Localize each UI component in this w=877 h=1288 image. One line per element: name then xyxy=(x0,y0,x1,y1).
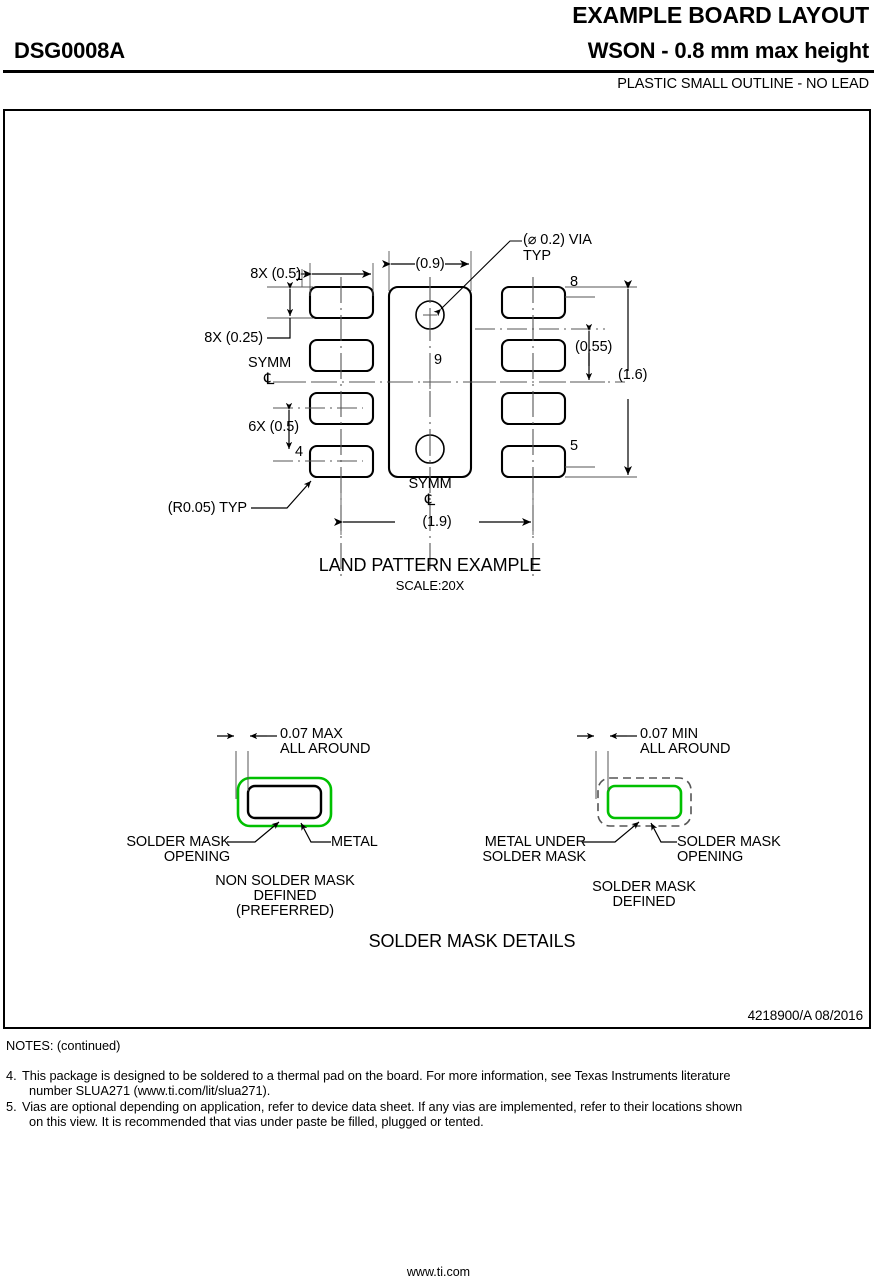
notes-section: NOTES: (continued) 4. This package is de… xyxy=(6,1038,866,1130)
dim-via: (⌀ 0.2) VIA xyxy=(523,232,592,248)
dim-overall-height: (1.6) xyxy=(618,367,648,383)
left-caption-line3: (PREFERRED) xyxy=(236,903,334,919)
note-text: This package is designed to be soldered … xyxy=(22,1068,866,1099)
left-mask-dim: 0.07 MAX xyxy=(280,726,343,742)
left-mask-dim-all-around: ALL AROUND xyxy=(280,741,371,757)
dim-overall-width: (1.9) xyxy=(422,514,452,530)
note-number: 4. xyxy=(6,1067,17,1083)
right-callout-solder-mask-opening-line2: OPENING xyxy=(677,849,744,865)
ti-website-url: www.ti.com xyxy=(406,1265,471,1279)
left-caption-line2: DEFINED xyxy=(253,888,317,904)
dim-via-typ: TYP xyxy=(523,248,551,264)
left-callout-solder-mask-opening-line1: SOLDER MASK xyxy=(126,834,230,850)
page-title: EXAMPLE BOARD LAYOUT xyxy=(572,2,869,28)
package-code: DSG0008A xyxy=(14,38,125,63)
note-text-line1: Vias are optional depending on applicati… xyxy=(22,1098,743,1114)
note-text-line2: number SLUA271 (www.ti.com/lit/slua271). xyxy=(29,1083,271,1099)
dim-row-pitch: 6X (0.5) xyxy=(248,419,299,435)
pin-number-8: 8 xyxy=(570,274,578,290)
note-text-line1: This package is designed to be soldered … xyxy=(22,1067,731,1083)
package-description: WSON - 0.8 mm max height xyxy=(587,38,869,63)
solder-mask-details-drawing xyxy=(217,732,692,843)
header-divider xyxy=(3,70,874,73)
right-callout-solder-mask-opening-line1: SOLDER MASK xyxy=(677,834,781,850)
dim-corner-radius: (R0.05) TYP xyxy=(167,500,247,516)
pin-number-1: 1 xyxy=(295,268,303,284)
note-text-line2: on this view. It is recommended that via… xyxy=(29,1114,484,1130)
note-item: 4. This package is designed to be solder… xyxy=(6,1068,866,1099)
note-text: Vias are optional depending on applicati… xyxy=(22,1099,866,1130)
pin-number-4: 4 xyxy=(295,444,303,460)
note-item: 5. Vias are optional depending on applic… xyxy=(6,1099,866,1130)
right-mask-dim: 0.07 MIN xyxy=(640,726,699,742)
right-mask-dim-all-around: ALL AROUND xyxy=(640,741,731,757)
package-subtitle: PLASTIC SMALL OUTLINE - NO LEAD xyxy=(617,76,869,92)
right-caption-line1: SOLDER MASK xyxy=(592,879,696,895)
right-callout-metal-under-line2: SOLDER MASK xyxy=(482,849,586,865)
left-callout-metal: METAL xyxy=(331,834,378,850)
note-number: 5. xyxy=(6,1098,17,1114)
left-caption-line1: NON SOLDER MASK xyxy=(215,873,355,889)
symm-label-bottom: SYMM xyxy=(408,476,452,492)
pin-number-5: 5 xyxy=(570,438,578,454)
land-pattern-drawing xyxy=(251,240,637,577)
page-header: EXAMPLE BOARD LAYOUT DSG0008A WSON - 0.8… xyxy=(0,0,877,100)
notes-heading: NOTES: (continued) xyxy=(6,1038,121,1053)
land-pattern-scale: SCALE:20X xyxy=(395,578,465,593)
dim-via-spacing: (0.55) xyxy=(575,339,613,355)
symm-label-left: SYMM xyxy=(248,355,292,371)
page-footer: www.ti.com xyxy=(0,1265,877,1279)
land-pattern-title: LAND PATTERN EXAMPLE xyxy=(318,555,542,575)
solder-mask-details-title: SOLDER MASK DETAILS xyxy=(368,931,576,951)
right-callout-metal-under-line1: METAL UNDER xyxy=(484,834,586,850)
symm-centerline-glyph-left: ℄ xyxy=(264,371,275,388)
dim-pad-height: 8X (0.25) xyxy=(204,330,263,346)
dim-thermal-width: (0.9) xyxy=(415,256,445,272)
drawing-document-number: 4218900/A 08/2016 xyxy=(747,1008,864,1023)
drawing-frame: 8X (0.5) 8X (0.25) 6X (0.5) (R0.05) TYP … xyxy=(3,109,871,1029)
left-callout-solder-mask-opening-line2: OPENING xyxy=(163,849,230,865)
right-caption-line2: DEFINED xyxy=(612,894,676,910)
symm-centerline-glyph-bottom: ℄ xyxy=(424,492,436,509)
dim-pad-pitch-x: 8X (0.5) xyxy=(250,266,301,282)
pin-number-9: 9 xyxy=(434,352,442,368)
